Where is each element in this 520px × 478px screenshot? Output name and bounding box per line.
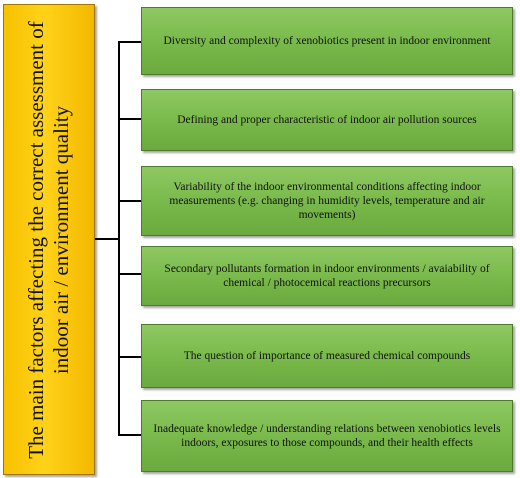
root-factor-label: The main factors affecting the correct a… <box>24 20 73 459</box>
branch-line-5 <box>118 356 141 358</box>
factor-label-4: Secondary pollutants formation in indoor… <box>164 263 490 289</box>
factor-node-1: Diversity and complexity of xenobiotics … <box>141 7 513 75</box>
root-factor-box: The main factors affecting the correct a… <box>3 4 95 475</box>
factor-label-3: Variability of the indoor environmental … <box>169 181 485 221</box>
factor-label-6: Inadequate knowledge / understanding rel… <box>153 423 501 449</box>
branch-line-3 <box>118 200 141 202</box>
factor-label-5: The question of importance of measured c… <box>183 350 471 362</box>
branch-line-4 <box>118 273 141 275</box>
factor-node-2: Defining and proper characteristic of in… <box>141 89 513 151</box>
factor-label-1: Diversity and complexity of xenobiotics … <box>163 35 491 47</box>
factor-node-3: Variability of the indoor environmental … <box>141 166 513 236</box>
root-connector <box>95 238 119 240</box>
trunk-line <box>118 41 120 436</box>
branch-line-1 <box>118 41 141 43</box>
factor-node-5: The question of importance of measured c… <box>141 324 513 388</box>
branch-line-6 <box>118 434 141 436</box>
branch-line-2 <box>118 118 141 120</box>
factor-node-6: Inadequate knowledge / understanding rel… <box>141 400 513 472</box>
factor-node-4: Secondary pollutants formation in indoor… <box>141 246 513 306</box>
factor-label-2: Defining and proper characteristic of in… <box>177 114 477 126</box>
